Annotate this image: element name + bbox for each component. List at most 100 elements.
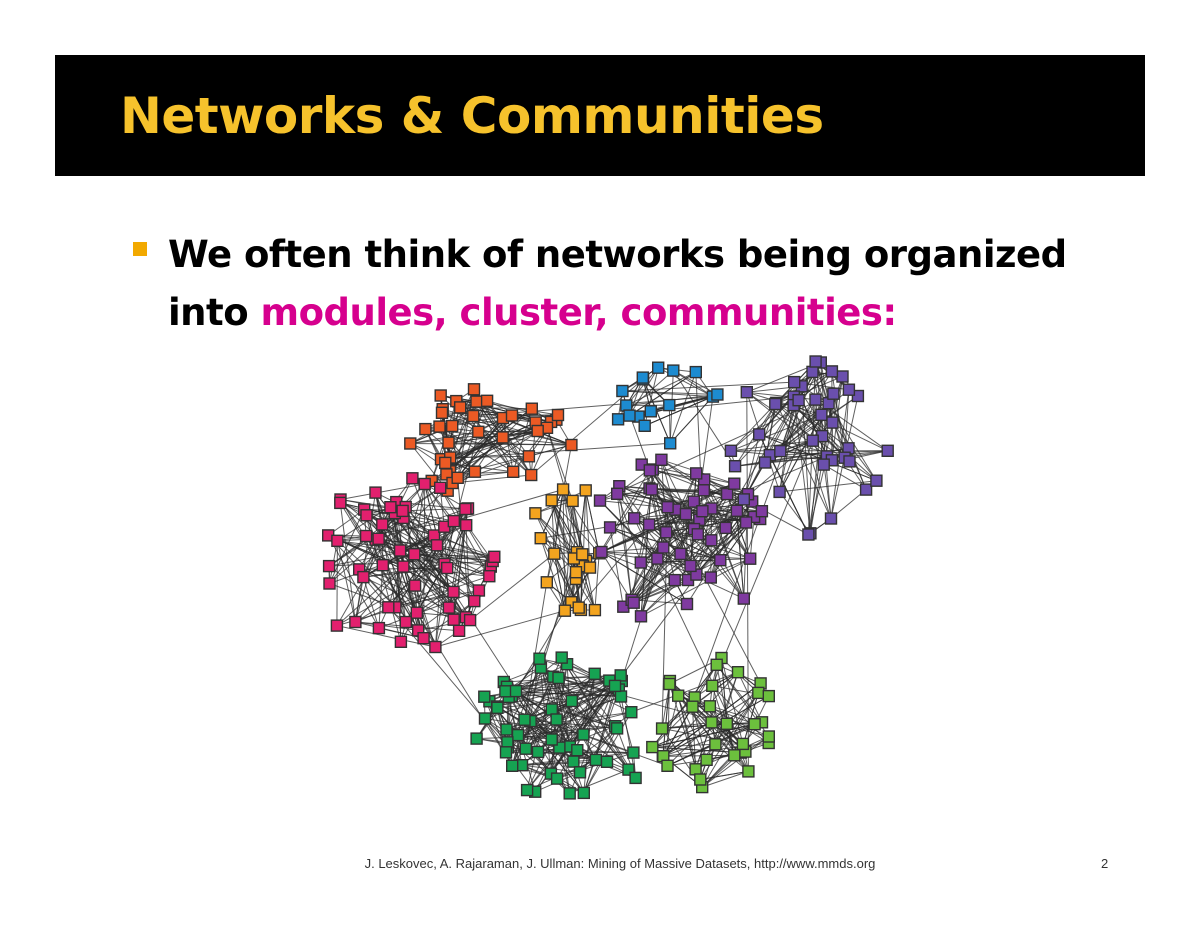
- network-node-violet: [859, 483, 873, 496]
- network-edge: [578, 524, 650, 608]
- network-node-purple: [657, 541, 670, 554]
- network-node-orange-red: [433, 420, 446, 433]
- network-node-green: [577, 728, 590, 741]
- network-edge: [793, 396, 811, 534]
- network-edge: [524, 582, 548, 720]
- network-node-green: [625, 706, 638, 719]
- network-node-violet: [769, 397, 782, 411]
- network-node-magenta: [410, 606, 424, 619]
- bullet-text: We often think of networks being organiz…: [168, 226, 1128, 342]
- network-node-blue: [711, 388, 724, 401]
- network-edge: [448, 430, 538, 444]
- network-node-yellow-orange: [583, 561, 597, 574]
- network-node-green: [550, 772, 564, 785]
- network-edge: [517, 725, 616, 736]
- network-edge: [583, 734, 634, 754]
- network-edge: [629, 371, 697, 417]
- network-node-violet: [843, 455, 856, 468]
- network-node-violet: [758, 456, 772, 469]
- network-node-purple: [720, 487, 734, 501]
- network-edge: [779, 491, 811, 534]
- network-edge: [660, 459, 699, 535]
- network-edge: [828, 402, 877, 481]
- network-node-orange-red: [435, 406, 449, 419]
- network-node-yellow-orange: [566, 494, 579, 508]
- network-node-magenta: [322, 559, 336, 573]
- network-node-light-green: [752, 686, 765, 700]
- network-node-purple: [684, 559, 697, 573]
- network-edge: [378, 590, 480, 629]
- network-edge: [711, 664, 718, 723]
- network-node-violet: [728, 459, 742, 473]
- network-node-green: [614, 669, 627, 682]
- network-edge: [469, 553, 555, 621]
- network-edge: [779, 400, 800, 493]
- network-edge: [558, 677, 571, 747]
- network-edge: [793, 404, 877, 482]
- network-node-magenta: [323, 577, 336, 590]
- network-node-light-green: [742, 765, 755, 778]
- network-node-purple: [704, 571, 717, 584]
- network-edge: [776, 402, 823, 437]
- network-node-magenta: [397, 560, 410, 573]
- network-node-green: [478, 712, 492, 725]
- network-edge: [439, 487, 490, 577]
- network-node-yellow-orange: [576, 548, 589, 561]
- network-edge: [631, 671, 739, 713]
- network-edge: [365, 535, 490, 577]
- network-edge: [609, 527, 624, 607]
- network-node-blue: [689, 365, 702, 379]
- network-node-green: [470, 732, 483, 745]
- network-node-purple: [603, 521, 617, 534]
- network-node-purple: [634, 610, 648, 623]
- network-node-purple: [628, 512, 641, 525]
- network-edge: [524, 673, 595, 721]
- network-node-purple: [691, 528, 704, 541]
- network-node-purple: [674, 547, 687, 561]
- bullet-marker: [133, 242, 147, 256]
- network-edge: [387, 483, 426, 608]
- network-node-green: [573, 766, 587, 779]
- network-node-magenta: [447, 585, 460, 599]
- network-edge: [618, 486, 633, 600]
- network-edge: [629, 367, 659, 416]
- network-node-light-green: [728, 749, 741, 762]
- network-node-magenta: [418, 477, 431, 491]
- network-node-light-green: [694, 773, 707, 786]
- network-node-green: [555, 651, 568, 664]
- network-node-light-green: [710, 658, 723, 671]
- network-edge: [652, 746, 741, 754]
- network-node-green: [500, 723, 513, 736]
- network-edge: [414, 553, 493, 562]
- network-node-green: [531, 745, 545, 759]
- network-edge: [801, 386, 811, 534]
- network-node-magenta: [408, 547, 421, 561]
- network-node-magenta: [393, 544, 407, 557]
- network-node-blue: [667, 364, 680, 377]
- network-node-purple: [668, 573, 681, 587]
- network-node-yellow-orange: [556, 483, 570, 496]
- network-node-purple: [645, 483, 658, 496]
- network-node-light-green: [736, 737, 750, 751]
- network-edge: [807, 361, 817, 535]
- network-node-magenta: [330, 619, 344, 632]
- network-edge: [507, 711, 632, 743]
- network-node-yellow-orange: [569, 565, 583, 579]
- network-node-green: [567, 755, 580, 768]
- network-edge: [551, 500, 578, 553]
- network-node-magenta: [483, 569, 496, 583]
- network-edge: [553, 553, 566, 611]
- network-node-purple: [627, 596, 640, 609]
- network-edge: [425, 428, 476, 473]
- network-node-violet: [881, 444, 894, 458]
- network-node-orange-red: [445, 419, 459, 433]
- network-node-green: [608, 679, 622, 693]
- network-node-purple: [714, 553, 727, 567]
- network-node-orange-red: [522, 450, 536, 463]
- network-node-green: [563, 787, 576, 800]
- network-node-magenta: [349, 615, 362, 629]
- network-edge: [711, 692, 759, 723]
- network-edge: [525, 680, 610, 750]
- network-edge: [616, 493, 633, 600]
- network-edge: [730, 440, 813, 452]
